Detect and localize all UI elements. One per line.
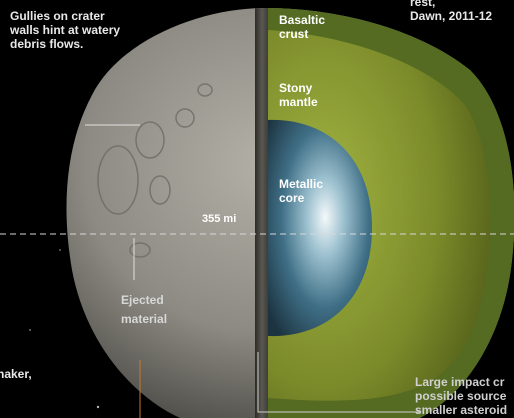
surface-craters bbox=[97, 83, 213, 258]
dawn-mission-annotation: rest, Dawn, 2011-12 bbox=[410, 0, 493, 23]
background-stars bbox=[29, 249, 100, 409]
leader-lines bbox=[85, 124, 420, 418]
basaltic-crust-label: Basaltic crust bbox=[279, 13, 326, 41]
large-impact-annotation: Large impact cr possible source smaller … bbox=[415, 375, 508, 417]
stony-mantle-label: Stony mantle bbox=[279, 81, 318, 109]
shaker-annotation: haker, bbox=[0, 367, 32, 381]
metallic-core-label: Metallic core bbox=[279, 177, 324, 205]
diameter-label: 355 mi bbox=[202, 213, 237, 225]
cut-edge bbox=[255, 8, 269, 418]
gullies-annotation: Gullies on crater walls hint at watery d… bbox=[10, 9, 121, 51]
ejected-material-label: Ejected material bbox=[121, 293, 168, 326]
metallic-core bbox=[268, 119, 372, 337]
